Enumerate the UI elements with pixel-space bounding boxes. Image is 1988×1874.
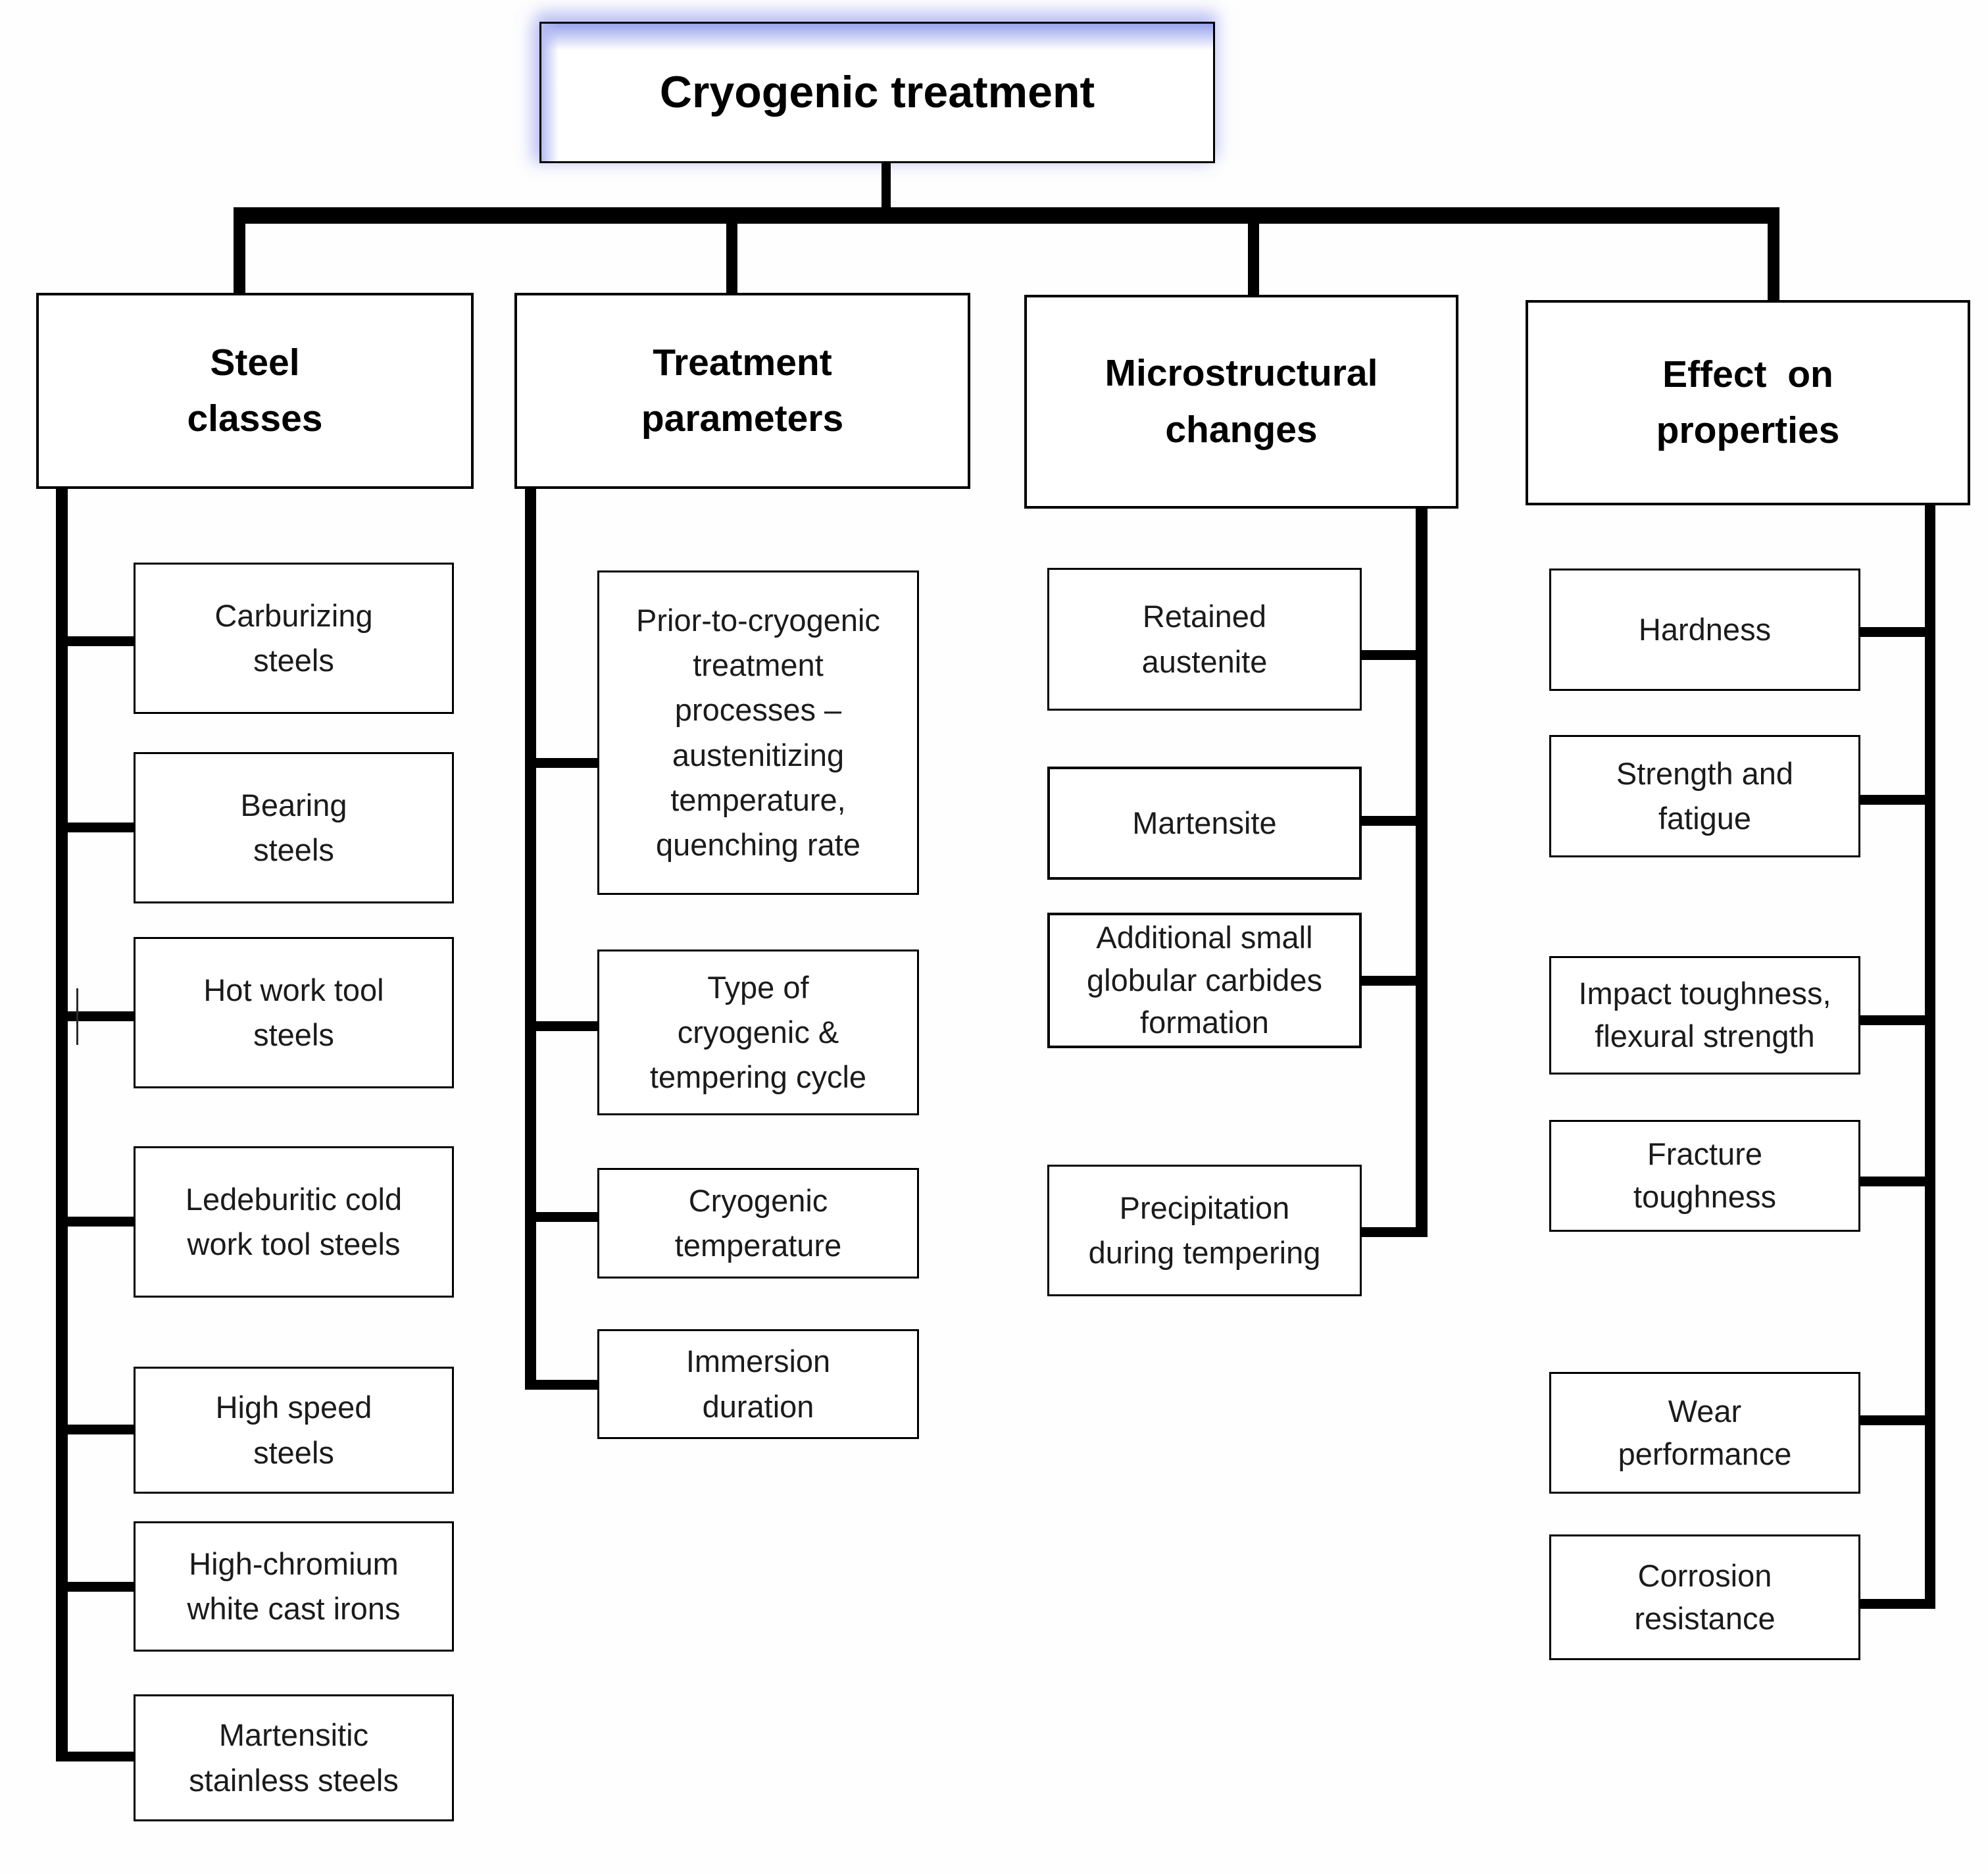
node-hot-work-tool-steels-label: Hot work tool steels [203,972,384,1052]
column-header-effect-on-properties-label: Effect on properties [1656,353,1840,452]
node-bearing-steels: Bearing steels [134,752,454,903]
node-ledeburitic-cold-work-tool-steels: Ledeburitic cold work tool steels [134,1146,454,1298]
node-high-speed-steels-label: High speed steels [215,1390,372,1470]
node-ledeburitic-label: Ledeburitic cold work tool steels [185,1181,403,1261]
node-wear-performance-label: Wear performance [1618,1393,1792,1471]
connector-spine-treatment-parameters [525,489,536,1390]
connector-stub-wear-performance [1860,1415,1925,1425]
node-wear-performance: Wear performance [1549,1372,1860,1494]
node-type-of-cycle-label: Type of cryogenic & tempering cycle [649,969,867,1095]
connector-stub-hardness [1860,627,1925,637]
connector-drop-steel-classes [234,207,245,293]
connector-stub-impact-toughness [1860,1015,1925,1025]
connector-stub-martensitic-stainless [68,1752,134,1761]
node-impact-toughness-flexural-strength: Impact toughness, flexural strength [1549,956,1860,1075]
node-immersion-duration-label: Immersion duration [685,1344,831,1424]
node-prior-to-cryogenic-processes: Prior-to-cryogenic treatment processes –… [597,570,919,895]
node-high-speed-steels: High speed steels [134,1367,454,1494]
node-martensite-label: Martensite [1132,805,1277,840]
connector-stub-retained-austenite [1362,650,1416,660]
connector-stub-strength-fatigue [1860,795,1925,805]
node-martensite: Martensite [1047,767,1362,880]
connector-drop-effect-on-properties [1768,207,1779,300]
connector-drop-treatment-parameters [726,207,737,293]
node-high-chromium-white-cast-irons: High-chromium white cast irons [134,1521,454,1652]
node-strength-fatigue-label: Strength and fatigue [1616,755,1794,836]
connector-drop-microstructural-changes [1248,207,1259,295]
node-retained-austenite-label: Retained austenite [1141,599,1268,679]
connector-spine-steel-classes [56,489,68,1761]
connector-stub-immersion-duration [536,1380,597,1390]
node-corrosion-resistance: Corrosion resistance [1549,1534,1860,1660]
connector-stub-precipitation [1362,1227,1428,1237]
connector-stub-fracture-toughness [1860,1177,1925,1186]
column-header-effect-on-properties: Effect on properties [1526,300,1970,505]
connector-spine-effect-on-properties [1925,505,1935,1609]
node-additional-small-globular-carbides: Additional small globular carbides forma… [1047,913,1362,1048]
connector-spine-microstructural-changes [1416,509,1428,1237]
node-precipitation-label: Precipitation during tempering [1088,1190,1321,1270]
node-impact-toughness-label: Impact toughness, flexural strength [1578,976,1831,1053]
connector-stub-bearing-steels [68,823,134,832]
connector-stub-martensite [1362,816,1416,826]
node-martensitic-label: Martensitic stainless steels [189,1717,399,1798]
node-prior-to-cryogenic-label: Prior-to-cryogenic treatment processes –… [636,603,880,862]
node-fracture-toughness-label: Fracture toughness [1633,1136,1776,1214]
node-carburizing-steels: Carburizing steels [134,563,454,714]
node-hot-work-tool-steels: Hot work tool steels [134,937,454,1088]
connector-stub-globular-carbides [1362,976,1416,986]
column-header-steel-classes: Steel classes [36,293,474,489]
connector-stub-cryogenic-temperature [536,1212,597,1222]
node-hardness-label: Hardness [1638,611,1772,647]
node-cryogenic-treatment: Cryogenic treatment [539,22,1215,163]
node-cryogenic-treatment-label: Cryogenic treatment [659,66,1095,117]
node-type-of-cryogenic-tempering-cycle: Type of cryogenic & tempering cycle [597,950,919,1115]
connector-stub-prior-to-cryogenic [536,758,597,768]
node-immersion-duration: Immersion duration [597,1329,919,1439]
node-bearing-steels-label: Bearing steels [240,787,347,867]
node-hardness: Hardness [1549,569,1860,691]
connector-stub-type-of-cycle [536,1021,597,1031]
connector-trunk-horizontal [234,207,1779,224]
connector-stub-corrosion-resistance [1860,1599,1925,1609]
connector-stub-high-chromium [68,1582,134,1592]
node-martensitic-stainless-steels: Martensitic stainless steels [134,1694,454,1821]
node-carburizing-steels-label: Carburizing steels [214,597,373,678]
node-precipitation-during-tempering: Precipitation during tempering [1047,1165,1362,1296]
artifact-thin-tick [76,988,78,1045]
connector-stub-carburizing-steels [68,636,134,646]
node-fracture-toughness: Fracture toughness [1549,1120,1860,1232]
node-strength-and-fatigue: Strength and fatigue [1549,735,1860,857]
column-header-steel-classes-label: Steel classes [187,341,323,440]
node-cryogenic-temperature: Cryogenic temperature [597,1168,919,1279]
connector-stub-hot-work-tool-steels [68,1011,134,1021]
column-header-microstructural-changes-label: Microstructural changes [1105,352,1378,451]
column-header-microstructural-changes: Microstructural changes [1024,295,1458,509]
node-globular-carbides-label: Additional small globular carbides forma… [1087,919,1322,1040]
node-high-chromium-label: High-chromium white cast irons [187,1546,401,1626]
node-corrosion-resistance-label: Corrosion resistance [1634,1557,1776,1636]
node-cryogenic-temperature-label: Cryogenic temperature [674,1182,842,1263]
column-header-treatment-parameters-label: Treatment parameters [641,341,844,440]
connector-stub-high-speed-steels [68,1425,134,1434]
connector-stub-ledeburitic [68,1217,134,1227]
node-retained-austenite: Retained austenite [1047,568,1362,711]
column-header-treatment-parameters: Treatment parameters [514,293,970,489]
connector-trunk-vertical [882,162,891,209]
